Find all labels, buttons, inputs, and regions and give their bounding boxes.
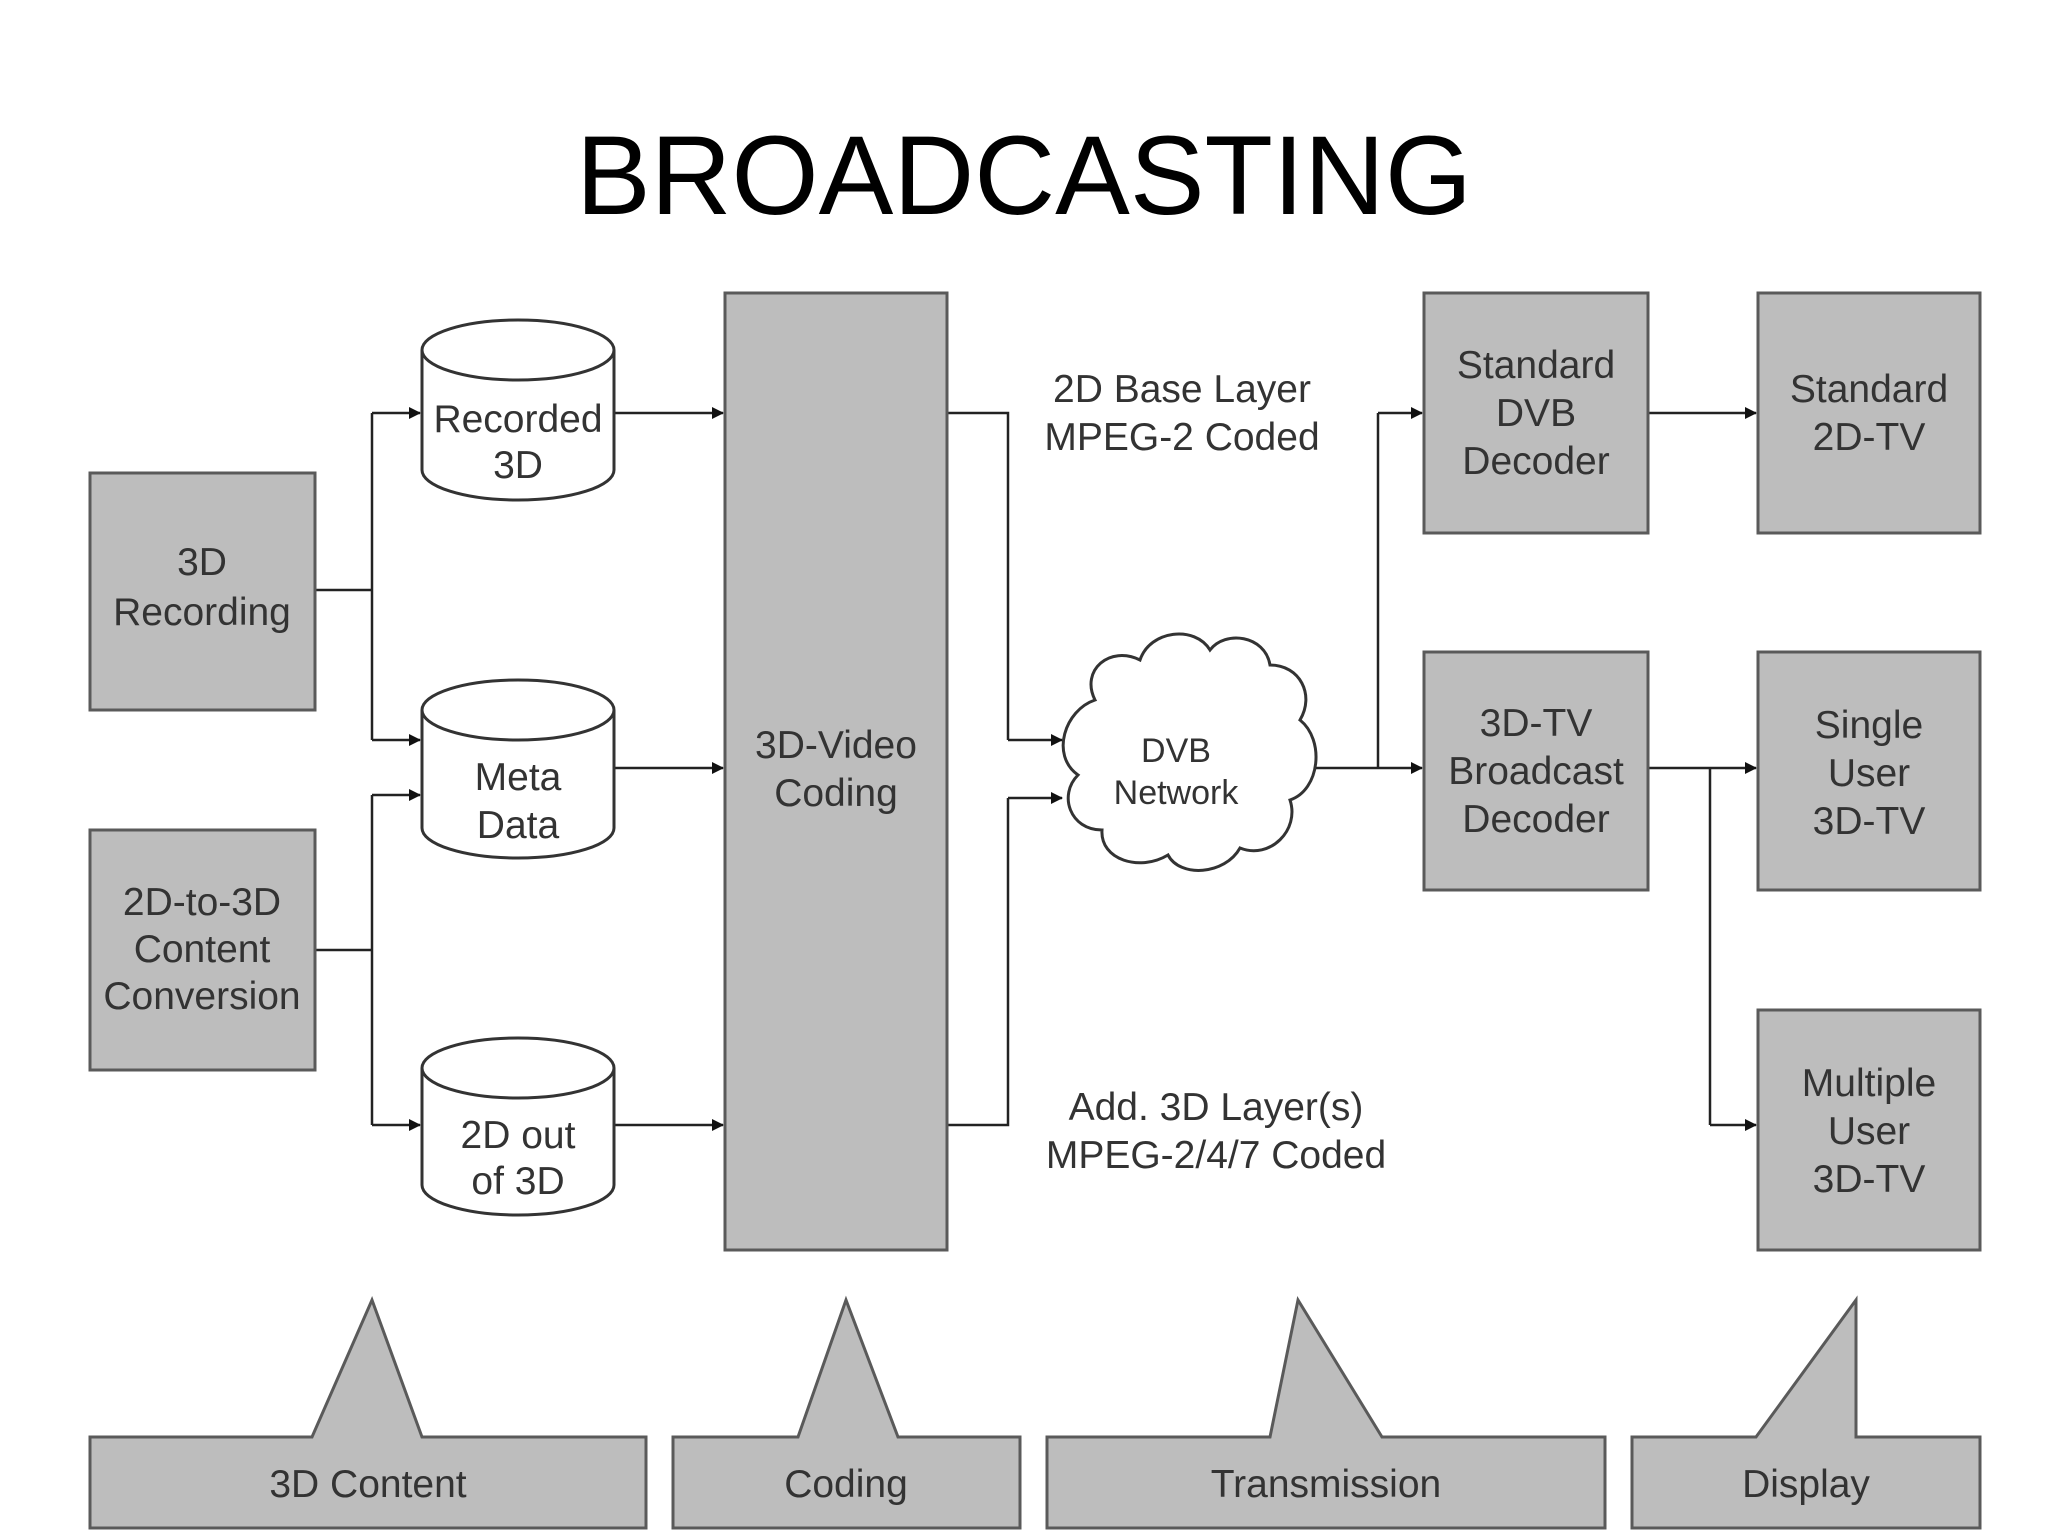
display-multiple-user-3d-tv: Multiple User 3D-TV xyxy=(1756,1008,1982,1252)
stage-label: Display xyxy=(1742,1463,1870,1506)
dvb-network-cloud: DVB Network xyxy=(1061,632,1318,872)
storage-2d-out-of-3d: 2D out of 3D xyxy=(420,1036,616,1217)
label-line: 3D-TV xyxy=(1813,1158,1926,1201)
coding-block: 3D-Video Coding xyxy=(723,291,949,1252)
storage-meta-data: Meta Data xyxy=(420,678,616,860)
label-line: Recording xyxy=(113,591,291,634)
display-single-user-3d-tv: Single User 3D-TV xyxy=(1756,650,1982,892)
add-layer-note: Add. 3D Layer(s) MPEG-2/4/7 Coded xyxy=(1046,1086,1386,1177)
label-line: Standard xyxy=(1457,344,1615,387)
label-line: Decoder xyxy=(1462,440,1609,483)
stage-coding: Coding xyxy=(671,1295,1022,1530)
label-line: Conversion xyxy=(103,975,300,1018)
label-line: 2D-TV xyxy=(1813,416,1926,459)
label-line: User xyxy=(1828,1110,1910,1153)
label-line: MPEG-2/4/7 Coded xyxy=(1046,1134,1386,1177)
label-line: 2D out xyxy=(461,1114,576,1157)
label-line: User xyxy=(1828,752,1910,795)
label-line: 3D xyxy=(493,444,543,487)
label-line: 3D-TV xyxy=(1480,702,1593,745)
label-line: Recorded xyxy=(433,398,602,441)
label-line: MPEG-2 Coded xyxy=(1044,416,1319,459)
label-line: 2D Base Layer xyxy=(1053,368,1311,411)
label-line: 3D xyxy=(177,541,227,584)
source-3d-recording: 3D Recording xyxy=(88,471,317,712)
label-line: Broadcast xyxy=(1448,750,1624,793)
label-line: Standard xyxy=(1790,368,1948,411)
label-line: Content xyxy=(134,928,271,971)
label-line: Decoder xyxy=(1462,798,1609,841)
decoder-3d-tv-broadcast: 3D-TV Broadcast Decoder xyxy=(1422,650,1650,892)
label-line: DVB xyxy=(1496,392,1576,435)
stage-display: Display xyxy=(1630,1295,1982,1530)
label-line: Meta xyxy=(475,756,562,799)
label-line: Add. 3D Layer(s) xyxy=(1069,1086,1364,1129)
label-line: 2D-to-3D xyxy=(123,881,281,924)
label-line: Coding xyxy=(774,772,898,815)
display-standard-2d-tv: Standard 2D-TV xyxy=(1756,291,1982,535)
stage-label: 3D Content xyxy=(269,1463,466,1506)
label-line: 3D-TV xyxy=(1813,800,1926,843)
stage-label: Transmission xyxy=(1211,1463,1441,1506)
label-line: Single xyxy=(1815,704,1923,747)
storage-recorded-3d: Recorded 3D xyxy=(420,318,616,502)
base-layer-note: 2D Base Layer MPEG-2 Coded xyxy=(1044,368,1319,459)
connectors xyxy=(315,407,1757,1131)
label-line: 3D-Video xyxy=(755,724,917,767)
label-line: Network xyxy=(1114,774,1240,812)
label-line: of 3D xyxy=(471,1160,564,1203)
source-2d-to-3d-conversion: 2D-to-3D Content Conversion xyxy=(88,828,317,1072)
stage-label: Coding xyxy=(784,1463,908,1506)
label-line: Data xyxy=(477,804,560,847)
label-line: Multiple xyxy=(1802,1062,1936,1105)
slide-title: BROADCASTING xyxy=(575,113,1473,238)
label-line: DVB xyxy=(1141,732,1211,770)
stage-transmission: Transmission xyxy=(1045,1295,1607,1530)
stage-3d-content: 3D Content xyxy=(88,1295,648,1530)
decoder-standard-dvb: Standard DVB Decoder xyxy=(1422,291,1650,535)
